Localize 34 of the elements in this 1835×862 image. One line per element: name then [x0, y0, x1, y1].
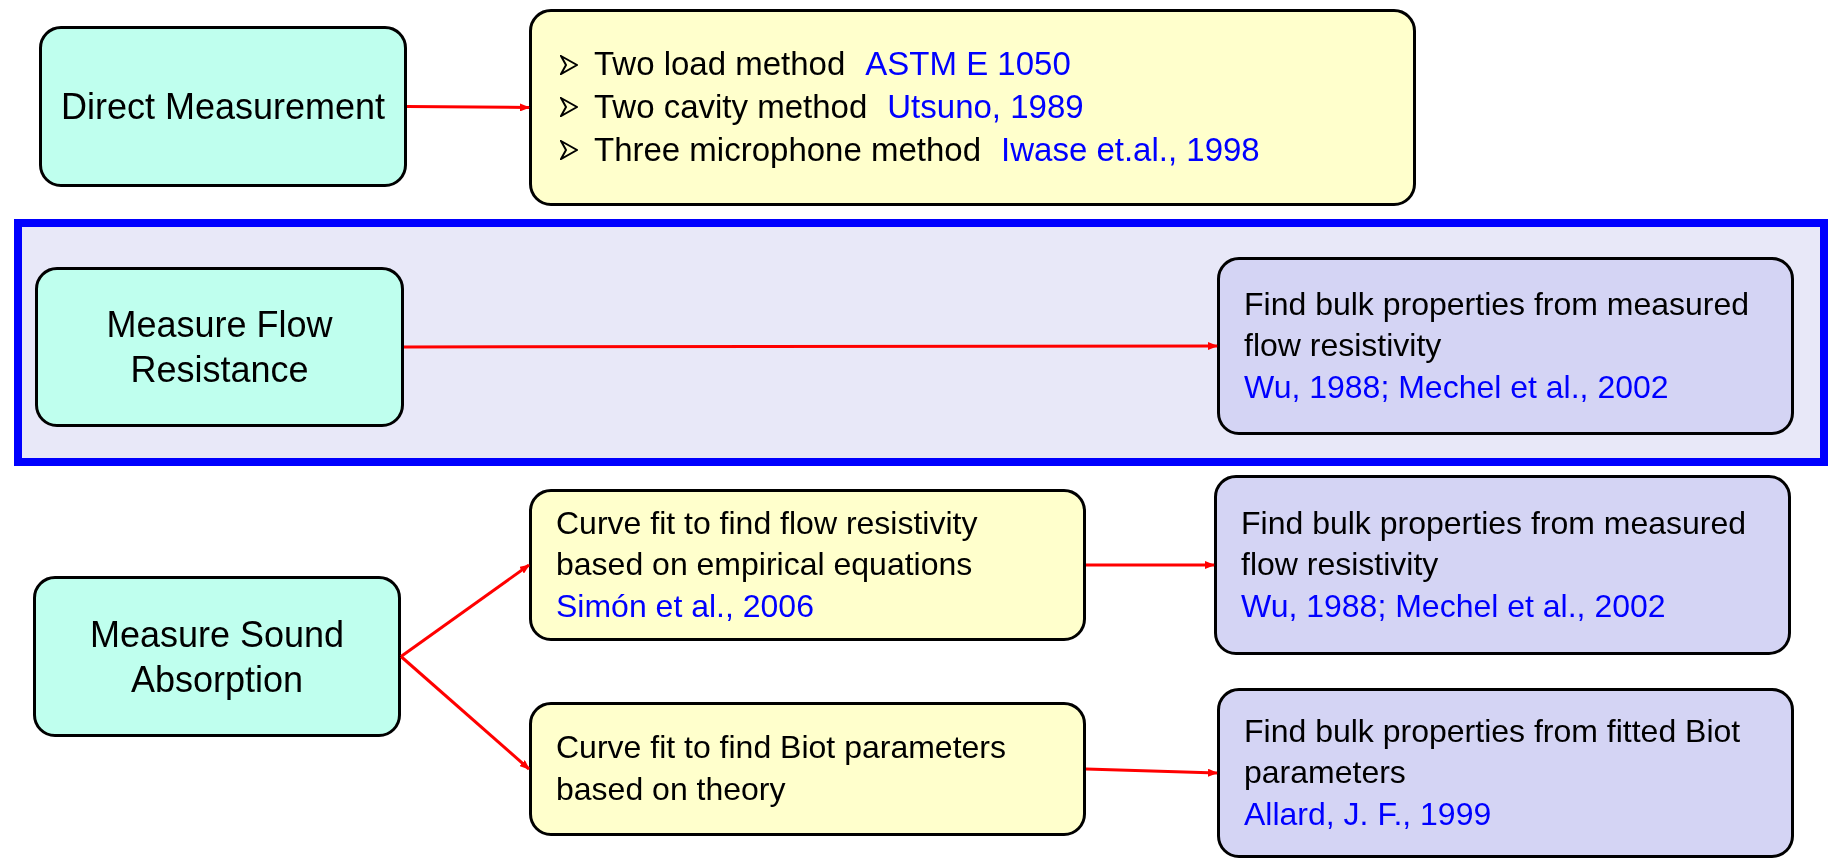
process-box	[529, 702, 1086, 836]
node-label: Find bulk properties from fitted Biot parameters	[1244, 711, 1742, 793]
arrow	[1086, 561, 1215, 569]
citation-text: Simón et al., 2006	[556, 586, 815, 626]
process-box	[35, 267, 404, 427]
node-label: Direct Measurement	[60, 85, 386, 129]
arrow	[400, 563, 530, 658]
method-text: Two load method	[594, 44, 846, 85]
arrow	[407, 103, 530, 112]
process-box	[529, 489, 1086, 641]
result-box	[1217, 257, 1794, 435]
citation-text: ASTM E 1050	[865, 44, 1071, 85]
arrow	[400, 655, 530, 771]
node-label: Find bulk properties from measured flow resistivity	[1244, 284, 1751, 366]
citation-text: Wu, 1988; Mechel et al., 2002	[1244, 367, 1670, 407]
result-box	[1214, 475, 1791, 655]
result-box	[1217, 688, 1794, 858]
node-label: Curve fit to find Biot parameters based on theory	[556, 728, 1007, 809]
process-box	[39, 26, 407, 187]
node-label: Measure Flow Resistance	[105, 303, 334, 392]
method-list-box	[529, 9, 1416, 206]
method-text: Two cavity method	[594, 87, 868, 128]
method-text: Three microphone method	[594, 129, 982, 170]
arrow	[404, 342, 1218, 350]
highlight-band	[14, 219, 1828, 466]
citation-text: Iwase et.al., 1998	[1001, 129, 1260, 170]
node-label: Curve fit to find flow resistivity based on empirical equations	[556, 503, 979, 585]
citation-text: Allard, J. F., 1999	[1244, 794, 1493, 834]
arrow	[1085, 767, 1218, 777]
node-label: Measure Sound Absorption	[88, 612, 346, 702]
node-label: Find bulk properties from measured flow resistivity	[1241, 503, 1748, 585]
citation-text: Wu, 1988; Mechel et al., 2002	[1241, 586, 1667, 626]
citation-text: Utsuno, 1989	[887, 87, 1084, 128]
process-box	[33, 576, 401, 737]
